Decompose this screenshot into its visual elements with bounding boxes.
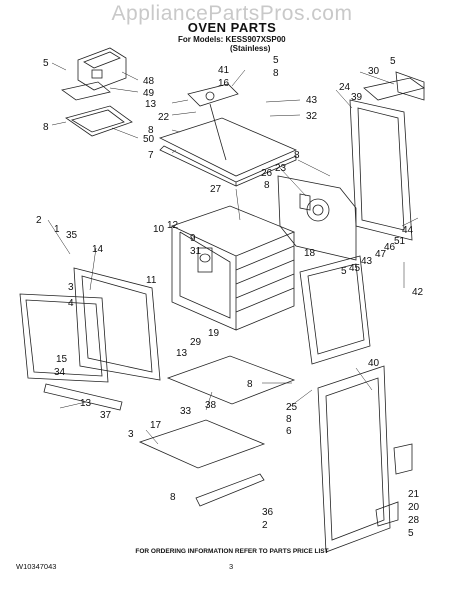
callout-label: 5: [390, 56, 396, 67]
callout-label: 27: [210, 184, 222, 195]
callout-label: 2: [262, 520, 268, 531]
callout-label: 6: [286, 426, 292, 437]
callout-label: 37: [100, 410, 112, 421]
callout-label: 41: [218, 65, 230, 76]
callout-label: 8: [170, 492, 176, 503]
callout-label: 8: [247, 379, 253, 390]
oven-cavity: [170, 205, 296, 331]
callout-label: 31: [190, 246, 202, 257]
callout-label: 19: [208, 328, 220, 339]
callout-label: 51: [394, 236, 406, 247]
callout-label: 46: [384, 242, 396, 253]
callout-label: 8: [273, 68, 279, 79]
callout-label: 34: [54, 367, 66, 378]
callout-label: 42: [412, 287, 424, 298]
ordering-note: FOR ORDERING INFORMATION REFER TO PARTS …: [135, 548, 329, 555]
callout-label: 18: [304, 248, 316, 259]
callout-label: 3: [68, 282, 74, 293]
callout-label: 8: [148, 125, 154, 136]
callout-label: 9: [190, 233, 196, 244]
callout-label: 15: [56, 354, 68, 365]
callout-label: 40: [368, 358, 380, 369]
door-frame: [19, 267, 161, 411]
callout-label: 47: [375, 249, 387, 260]
callout-label: 5: [408, 528, 414, 539]
finish-label: (Stainless): [230, 44, 271, 53]
callout-label: 14: [92, 244, 104, 255]
callout-label: 43: [306, 95, 318, 106]
callout-label: 5: [43, 58, 49, 69]
inner-door: [299, 255, 371, 365]
callout-label: 22: [158, 112, 170, 123]
callout-label: 24: [339, 82, 351, 93]
callout-label: 13: [145, 99, 157, 110]
callout-label: 20: [408, 502, 420, 513]
callout-label: 38: [205, 400, 217, 411]
rear-panel: [277, 175, 357, 261]
callout-label: 1: [54, 224, 60, 235]
callout-label: 39: [351, 92, 363, 103]
door-hinge: [375, 443, 413, 527]
callout-label: 3: [128, 429, 134, 440]
callout-label: 11: [146, 275, 157, 286]
outer-door-glass: [317, 365, 391, 553]
callout-label: 7: [148, 150, 154, 161]
callout-label: 5: [341, 266, 347, 277]
callout-label: 50: [143, 134, 155, 145]
rack-pan: [138, 355, 296, 507]
callout-label: 4: [68, 298, 74, 309]
callout-label: 49: [143, 88, 155, 99]
callout-label: 28: [408, 515, 420, 526]
oven-top-panel: [158, 83, 298, 187]
model-label: For Models: KESS907XSP00: [178, 35, 286, 44]
callout-label: 33: [180, 406, 192, 417]
callout-label: 13: [80, 398, 92, 409]
callout-label: 45: [349, 263, 361, 274]
callout-label: 8: [294, 150, 300, 161]
callout-label: 5: [273, 55, 279, 66]
callout-label: 10: [153, 224, 165, 235]
watermark: AppliancePartsPros.com: [111, 2, 353, 25]
page-title: OVEN PARTS: [187, 20, 277, 35]
callout-label: 16: [218, 78, 230, 89]
right-side-panel: [349, 71, 425, 241]
callout-label: 29: [190, 337, 202, 348]
callout-label: 21: [408, 489, 420, 500]
callout-label: 8: [264, 180, 270, 191]
callout-label: 8: [43, 122, 49, 133]
callout-label: 25: [286, 402, 298, 413]
callout-label: 35: [66, 230, 78, 241]
callout-label: 23: [275, 163, 287, 174]
top-bracket-assembly: [61, 47, 133, 137]
callout-label: 2: [36, 215, 42, 226]
callout-label: 44: [402, 225, 414, 236]
callout-label: 43: [361, 256, 373, 267]
callout-label: 48: [143, 76, 155, 87]
page-number: 3: [229, 562, 234, 571]
callout-label: 8: [286, 414, 292, 425]
callout-label: 13: [176, 348, 188, 359]
callout-label: 17: [150, 420, 162, 431]
document-number: W10347043: [16, 562, 57, 571]
callout-label: 32: [306, 111, 318, 122]
callout-label: 26: [261, 168, 273, 179]
callout-label: 12: [167, 220, 179, 231]
callout-label: 36: [262, 507, 274, 518]
callout-label: 30: [368, 66, 380, 77]
